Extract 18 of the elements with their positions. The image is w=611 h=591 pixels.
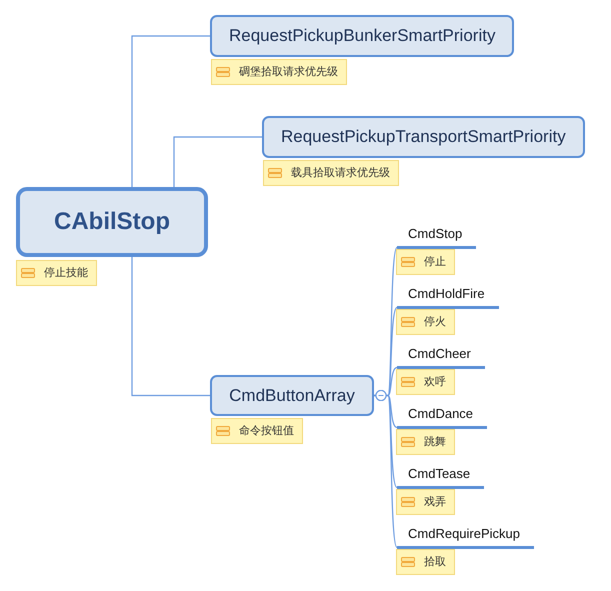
note-text: 跳舞	[424, 434, 446, 450]
note-text: 停止技能	[44, 266, 88, 281]
topic-box: RequestPickupTransportSmartPriority	[262, 116, 585, 158]
note-text: 停止	[424, 254, 446, 270]
note-text: 命令按钮值	[239, 424, 294, 439]
note-text: 停火	[424, 314, 446, 330]
note-text: 碉堡拾取请求优先级	[239, 64, 338, 80]
note-text: 戏弄	[424, 494, 446, 510]
note-text: 欢呼	[424, 374, 446, 390]
topic-box: CmdButtonArray	[210, 375, 374, 416]
connector-line	[173, 136, 262, 187]
note-text: 拾取	[424, 554, 446, 570]
topic-box: RequestPickupBunkerSmartPriority	[210, 15, 514, 57]
central-topic-box: CAbilStop	[16, 187, 208, 257]
note-text: 载具拾取请求优先级	[291, 166, 390, 181]
connector-line	[374, 390, 398, 548]
connector-line	[131, 35, 210, 187]
connector-line	[131, 257, 210, 396]
